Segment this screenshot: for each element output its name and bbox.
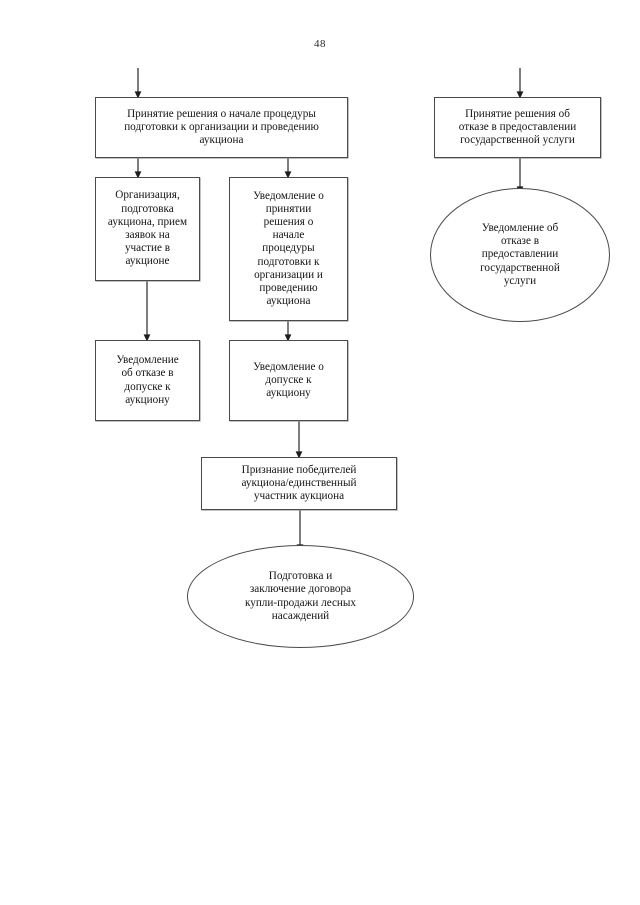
- flow-node-winners-label: Признание победителей аукциона/единствен…: [241, 463, 357, 503]
- flow-node-decision-start-label: Принятие решения о начале процедуры подг…: [124, 107, 319, 147]
- flow-node-decision-refusal-label: Принятие решения об отказе в предоставле…: [458, 107, 577, 147]
- flow-node-organization: Организация, подготовка аукциона, прием …: [95, 177, 200, 281]
- flow-node-winners: Признание победителей аукциона/единствен…: [201, 457, 397, 510]
- flow-node-decision-refusal: Принятие решения об отказе в предоставле…: [434, 97, 601, 158]
- flow-node-contract-label: Подготовка и заключение договора купли-п…: [244, 570, 357, 622]
- flow-node-refusal-admit-label: Уведомление об отказе в допуске к аукцио…: [116, 354, 179, 406]
- flow-node-decision-start: Принятие решения о начале процедуры подг…: [95, 97, 348, 158]
- flow-node-notice-decision-label: Уведомление о принятии решения о начале …: [253, 189, 324, 308]
- page-number: 48: [314, 38, 326, 50]
- flow-node-admit-auction: Уведомление о допуске к аукциону: [229, 340, 348, 421]
- flow-node-refusal-admit: Уведомление об отказе в допуске к аукцио…: [95, 340, 200, 421]
- flow-node-notice-decision: Уведомление о принятии решения о начале …: [229, 177, 348, 321]
- flow-node-notice-refusal: Уведомление об отказе в предоставлении г…: [430, 188, 610, 322]
- flow-node-admit-auction-label: Уведомление о допуске к аукциону: [253, 360, 324, 400]
- flow-node-organization-label: Организация, подготовка аукциона, прием …: [107, 189, 188, 268]
- flow-node-contract: Подготовка и заключение договора купли-п…: [187, 545, 414, 648]
- flow-node-notice-refusal-label: Уведомление об отказе в предоставлении г…: [480, 221, 560, 287]
